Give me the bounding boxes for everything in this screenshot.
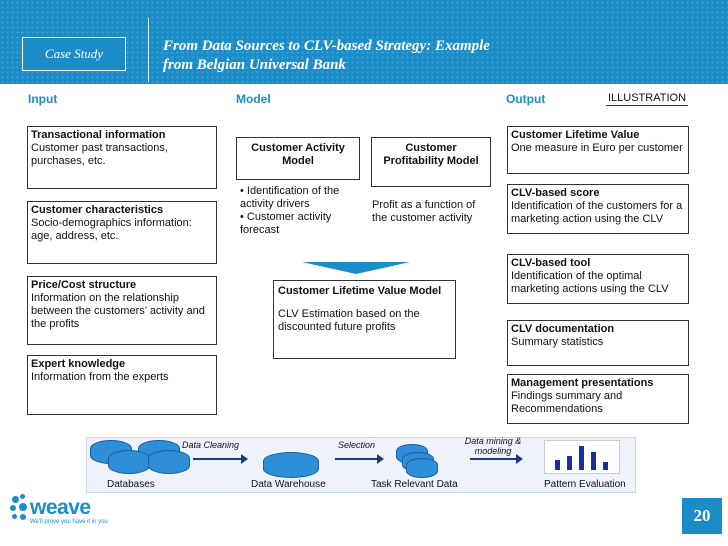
output-title: CLV-based score	[511, 187, 600, 199]
activity-model-bullets: • Identification of the activity drivers…	[240, 185, 364, 237]
step-data-mining: Data mining & modeling	[464, 436, 522, 456]
input-title: Price/Cost structure	[31, 279, 137, 291]
label-databases: Databases	[107, 479, 155, 490]
databases-icon	[88, 438, 190, 474]
down-arrow	[302, 262, 410, 274]
output-body: Summary statistics	[511, 336, 604, 348]
output-body: Identification of the optimal marketing …	[511, 270, 669, 295]
output-box-documentation: CLV documentation Summary statistics	[507, 320, 689, 366]
header-divider	[148, 18, 149, 82]
title-line-1: From Data Sources to CLV-based Strategy:…	[163, 38, 490, 54]
logo-wordmark: weave	[30, 496, 91, 519]
profitability-model-body: Profit as a function of the customer act…	[372, 199, 476, 224]
title-line-2: from Belgian Universal Bank	[163, 57, 346, 73]
weave-logo	[8, 492, 128, 532]
input-body: Information from the experts	[31, 371, 169, 383]
input-title: Customer characteristics	[31, 204, 164, 216]
pattern-bar	[591, 452, 596, 470]
clv-model-body: CLV Estimation based on the discounted f…	[278, 308, 420, 333]
pattern-bar	[567, 456, 572, 470]
output-body: One measure in Euro per customer	[511, 142, 683, 154]
input-box-expert: Expert knowledge Information from the ex…	[27, 355, 217, 415]
activity-model-title: Customer Activity Model	[251, 142, 345, 167]
input-box-transactional: Transactional information Customer past …	[27, 126, 217, 189]
input-box-price-cost: Price/Cost structure Information on the …	[27, 276, 217, 345]
activity-bullet-2: • Customer activity forecast	[240, 211, 332, 236]
output-body: Identification of the customers for a ma…	[511, 200, 683, 225]
output-box-clv: Customer Lifetime Value One measure in E…	[507, 126, 689, 174]
label-pattern-evaluation: Pattern Evaluation	[544, 479, 626, 490]
output-title: Customer Lifetime Value	[511, 129, 640, 141]
output-box-score: CLV-based score Identification of the cu…	[507, 184, 689, 234]
profitability-model-title: Customer Profitability Model	[383, 142, 479, 167]
input-body: Information on the relationship between …	[31, 292, 205, 330]
case-study-label: Case Study	[22, 37, 126, 71]
label-task-relevant-data: Task Relevant Data	[371, 479, 458, 490]
pattern-bar	[579, 446, 584, 470]
output-title: CLV documentation	[511, 323, 615, 335]
page-title: From Data Sources to CLV-based Strategy:…	[163, 37, 683, 75]
output-box-presentations: Management presentations Findings summar…	[507, 374, 689, 424]
logo-tagline: We'll prove you have it in you	[30, 519, 108, 525]
page-number: 20	[682, 498, 722, 534]
profitability-model-title-box: Customer Profitability Model	[371, 137, 491, 187]
step-data-cleaning: Data Cleaning	[182, 440, 240, 450]
input-body: Socio-demographics information: age, add…	[31, 217, 192, 242]
clv-model-box: Customer Lifetime Value Model CLV Estima…	[273, 280, 456, 359]
pattern-evaluation-chart	[544, 440, 620, 474]
column-input-heading: Input	[28, 92, 58, 106]
activity-bullet-1: • Identification of the activity drivers	[240, 185, 340, 210]
output-title: Management presentations	[511, 377, 654, 389]
activity-model-title-box: Customer Activity Model	[236, 137, 360, 180]
output-box-tool: CLV-based tool Identification of the opt…	[507, 254, 689, 304]
pattern-bar	[555, 460, 560, 470]
data-warehouse-icon	[263, 446, 323, 478]
arrow-mining	[470, 454, 523, 464]
illustration-tag: ILLUSTRATION	[606, 92, 688, 106]
task-relevant-data-icon	[396, 444, 438, 478]
input-box-characteristics: Customer characteristics Socio-demograph…	[27, 201, 217, 264]
arrow-cleaning	[193, 454, 248, 464]
column-output-heading: Output	[506, 92, 546, 106]
clv-model-title: Customer Lifetime Value Model	[278, 285, 442, 297]
output-title: CLV-based tool	[511, 257, 591, 269]
input-title: Transactional information	[31, 129, 166, 141]
output-body: Findings summary and Recommendations	[511, 390, 623, 415]
input-body: Customer past transactions, purchases, e…	[31, 142, 168, 167]
step-selection: Selection	[338, 440, 376, 450]
arrow-selection	[335, 454, 384, 464]
column-model-heading: Model	[236, 92, 271, 106]
input-title: Expert knowledge	[31, 358, 126, 370]
pattern-bar	[603, 462, 608, 470]
label-data-warehouse: Data Warehouse	[251, 479, 326, 490]
